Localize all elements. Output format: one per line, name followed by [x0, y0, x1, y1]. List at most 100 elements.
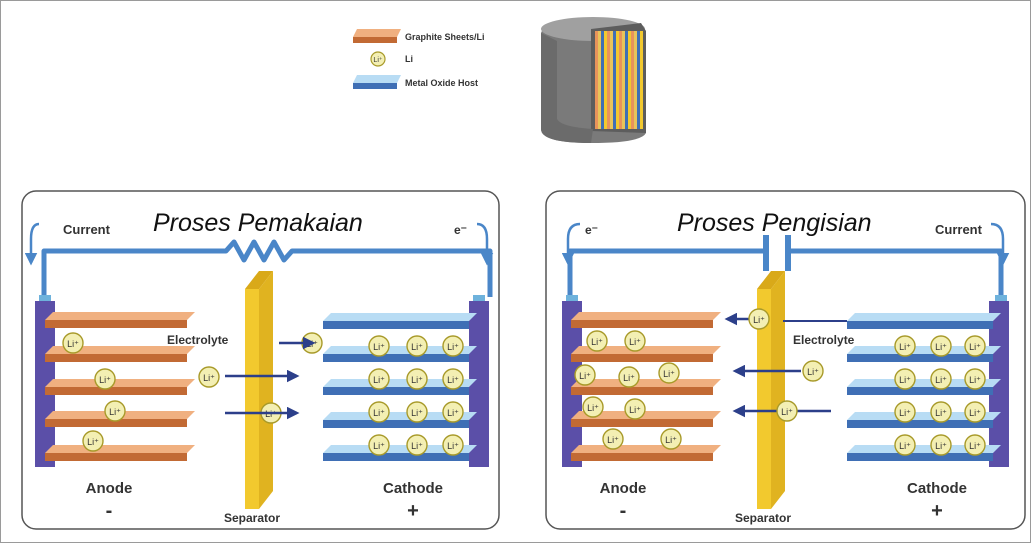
- li-ion-label: Li⁺: [373, 441, 385, 451]
- charge-cathode-sign: +: [931, 500, 943, 522]
- li-ion-icon: Li⁺: [94, 368, 116, 390]
- li-ion-label: Li⁺: [373, 375, 385, 385]
- power-source-plate: [763, 235, 769, 271]
- charge-anode-sign: -: [620, 500, 627, 522]
- li-ion-label: Li⁺: [87, 437, 99, 447]
- li-ion-label: Li⁺: [969, 342, 981, 352]
- metal-oxide-layer: [323, 445, 477, 461]
- li-ion-icon: Li⁺: [442, 335, 464, 357]
- li-ion-icon: Li⁺: [930, 434, 952, 456]
- li-ion-icon: Li⁺: [574, 364, 596, 386]
- discharge-anode-sign: -: [106, 500, 113, 522]
- li-ion-label: Li⁺: [899, 375, 911, 385]
- metal-oxide-layer: [847, 379, 1001, 395]
- legend-metal-oxide-label: Metal Oxide Host: [405, 78, 478, 88]
- legend: Graphite Sheets/Li Li⁺ Li Metal Oxide Ho…: [353, 29, 485, 89]
- li-ion-label: Li⁺: [67, 339, 79, 349]
- current-arrow: [990, 222, 1010, 266]
- li-ion-icon: Li⁺: [442, 434, 464, 456]
- li-ion-icon: Li⁺: [930, 368, 952, 390]
- li-ion-icon: Li⁺: [602, 428, 624, 450]
- li-ion-label: Li⁺: [579, 371, 591, 381]
- li-ion-icon: Li⁺: [894, 368, 916, 390]
- li-ion-label: Li⁺: [935, 342, 947, 352]
- discharge-anode-label: Anode: [86, 480, 133, 497]
- li-ion-icon: Li⁺: [582, 396, 604, 418]
- li-ion-label: Li⁺: [899, 441, 911, 451]
- li-ion-label: Li⁺: [587, 403, 599, 413]
- li-ion-label: Li⁺: [899, 342, 911, 352]
- legend-metal-oxide-swatch: [353, 75, 401, 89]
- li-ion-icon: Li⁺: [368, 434, 390, 456]
- li-ion-icon: Li⁺: [82, 430, 104, 452]
- li-ion-icon: Li⁺: [368, 335, 390, 357]
- charge-electron-label: e⁻: [585, 223, 598, 237]
- li-ion-icon: Li⁺: [894, 401, 916, 423]
- li-ion-icon: Li⁺: [660, 428, 682, 450]
- cathode-metal-oxide-layers: [847, 313, 1001, 461]
- li-ion-icon: Li⁺: [442, 368, 464, 390]
- li-ion-icon: Li⁺: [964, 368, 986, 390]
- metal-oxide-layer: [847, 412, 1001, 428]
- li-ion-icon: Li⁺: [964, 434, 986, 456]
- li-ion-icon: Li⁺: [406, 335, 428, 357]
- li-ion-label: Li⁺: [781, 407, 793, 417]
- charge-anode-label: Anode: [600, 480, 647, 497]
- metal-oxide-layer: [323, 346, 477, 362]
- metal-oxide-layer: [847, 313, 1001, 329]
- discharge-electrolyte-label: Electrolyte: [167, 333, 229, 347]
- li-ion-label: Li⁺: [935, 408, 947, 418]
- legend-li-icon: Li⁺: [370, 51, 386, 67]
- li-ion-label: Li⁺: [447, 441, 459, 451]
- legend-li-label: Li: [405, 54, 413, 64]
- li-ion-label: Li⁺: [753, 315, 765, 325]
- discharge-cathode-sign: +: [407, 500, 419, 522]
- li-ion-icon: Li⁺: [748, 308, 770, 330]
- metal-oxide-layer: [323, 412, 477, 428]
- separator-membrane: [757, 289, 771, 509]
- legend-graphite-label: Graphite Sheets/Li: [405, 32, 485, 42]
- charge-panel: Proses Pengisian e⁻ Current Electrolyte …: [545, 190, 1026, 530]
- li-ion-icon: Li⁺: [776, 400, 798, 422]
- metal-oxide-layer: [323, 313, 477, 329]
- li-ion-label: Li⁺: [935, 441, 947, 451]
- external-circuit-wire: [567, 248, 1004, 297]
- graphite-sheet: [571, 411, 721, 427]
- li-ion-icon: Li⁺: [930, 335, 952, 357]
- separator-membrane: [245, 289, 259, 509]
- li-ion-icon: Li⁺: [406, 434, 428, 456]
- current-arrow: [24, 222, 40, 266]
- li-ion-icon: Li⁺: [442, 401, 464, 423]
- li-ion-icon: Li⁺: [658, 362, 680, 384]
- cathode-collector: [989, 301, 1009, 467]
- li-ion-label: Li⁺: [373, 342, 385, 352]
- li-ion-label: Li⁺: [411, 408, 423, 418]
- anode-graphite-sheets: [45, 312, 195, 461]
- li-ion-icon: Li⁺: [624, 398, 646, 420]
- li-ion-label: Li⁺: [969, 441, 981, 451]
- charge-cathode-label: Cathode: [907, 480, 967, 497]
- li-ion-label: Li⁺: [899, 408, 911, 418]
- li-ion-icon: Li⁺: [368, 401, 390, 423]
- anode-graphite-sheets: [571, 312, 721, 461]
- li-ion-icon: Li⁺: [406, 368, 428, 390]
- discharge-li-ions: Li⁺ Li⁺ Li⁺ Li⁺ Li⁺ Li⁺ Li⁺ Li⁺ Li⁺ Li⁺ Li⁺ Li⁺ Li⁺ L…: [62, 332, 464, 456]
- li-ion-label: Li⁺: [447, 375, 459, 385]
- li-ion-label: Li⁺: [447, 408, 459, 418]
- graphite-sheet: [571, 445, 721, 461]
- li-ion-icon: Li⁺: [198, 366, 220, 388]
- li-ion-icon: Li⁺: [624, 330, 646, 352]
- metal-oxide-layer: [847, 445, 1001, 461]
- li-ion-label: Li⁺: [623, 373, 635, 383]
- graphite-sheet: [45, 312, 195, 328]
- li-ion-label: Li⁺: [109, 407, 121, 417]
- discharge-electron-label: e⁻: [454, 223, 467, 237]
- li-ion-label: Li⁺: [373, 408, 385, 418]
- li-ion-icon: Li⁺: [368, 368, 390, 390]
- graphite-sheet: [45, 379, 195, 395]
- li-ion-icon: Li⁺: [964, 401, 986, 423]
- li-ion-label: Li⁺: [969, 375, 981, 385]
- charge-li-ions: Li⁺Li⁺Li⁺Li⁺Li⁺Li⁺Li⁺Li⁺Li⁺Li⁺Li⁺Li⁺Li⁺L…: [574, 308, 986, 456]
- legend-li-icon-text: Li⁺: [373, 57, 382, 64]
